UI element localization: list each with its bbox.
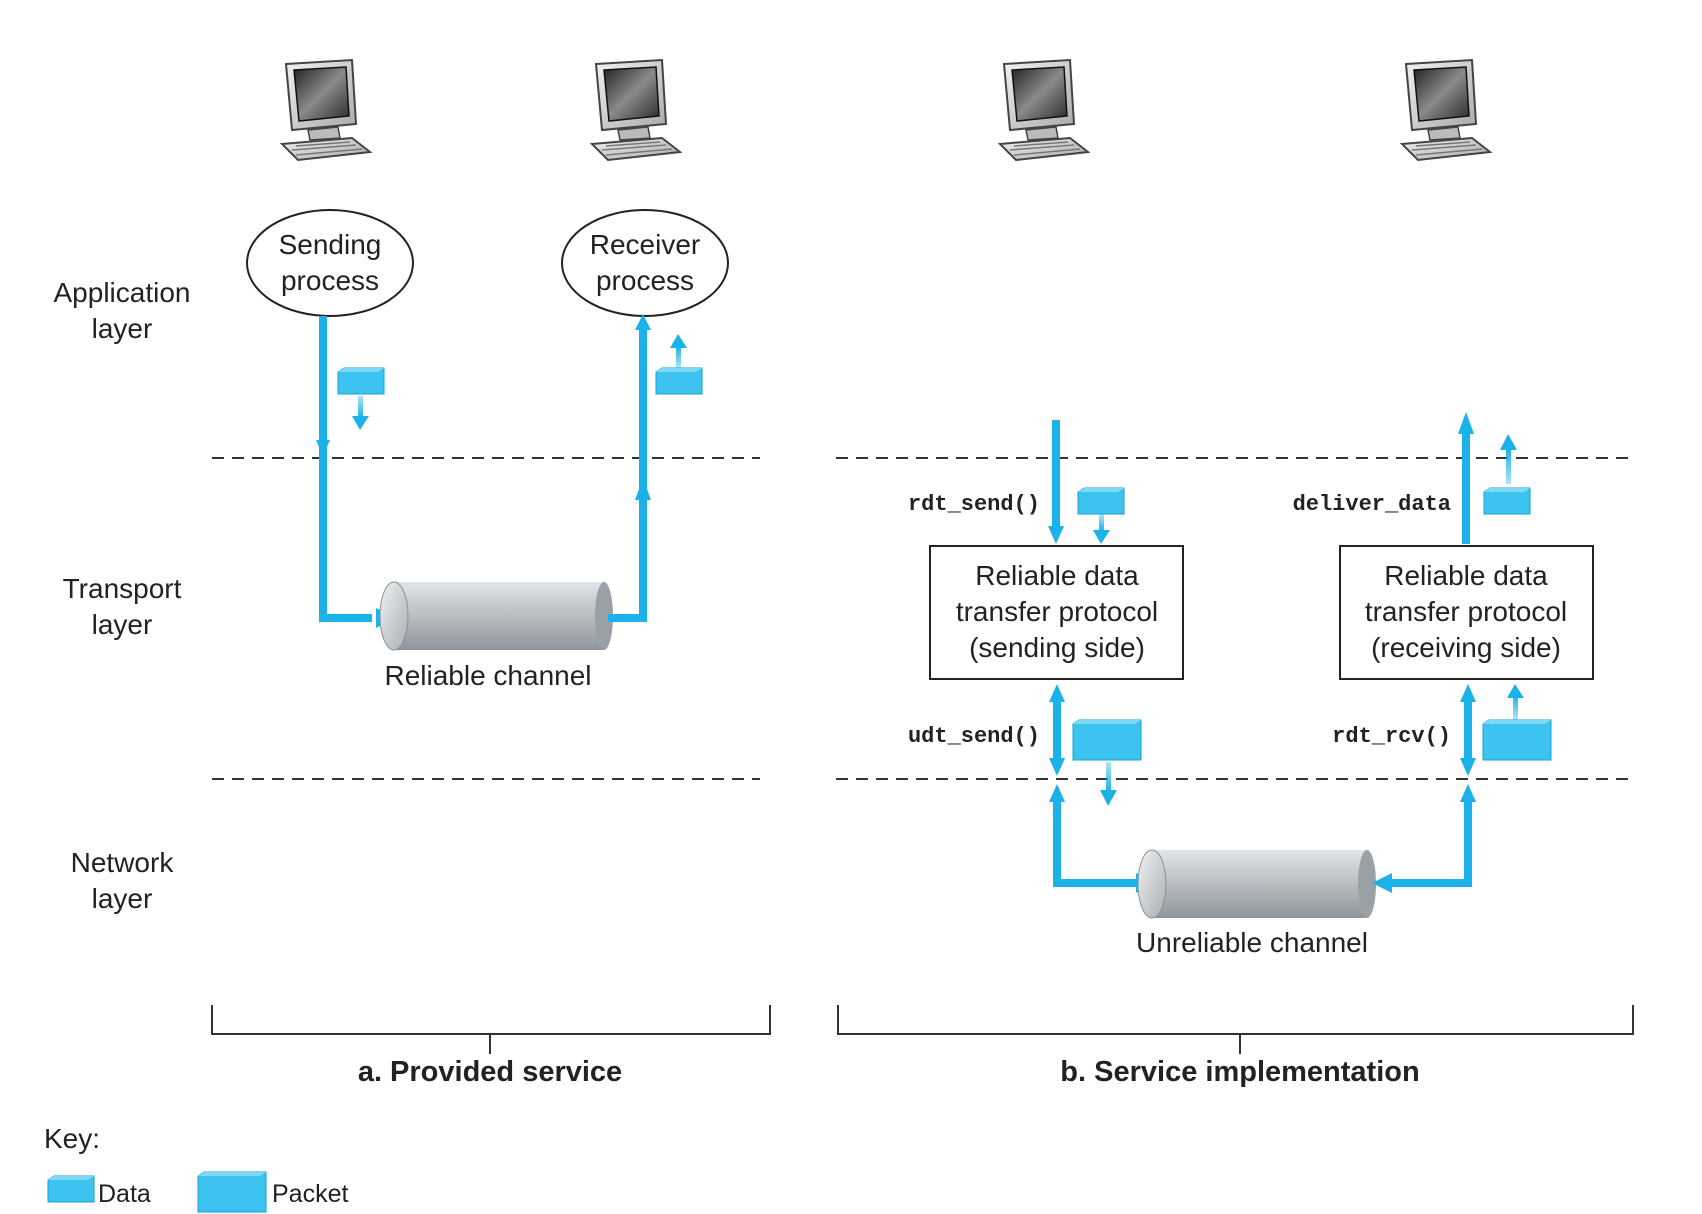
data-icon — [337, 367, 385, 395]
sending-process-node — [246, 209, 414, 317]
packet-icon — [1072, 719, 1142, 761]
arrowhead — [1049, 684, 1065, 702]
small-arrow-shaft — [358, 396, 363, 418]
packet-icon — [197, 1171, 267, 1213]
arrowhead — [1460, 758, 1476, 776]
key-packet-label: Packet — [272, 1180, 348, 1208]
small-arrow-shaft — [1106, 762, 1111, 792]
deliver-data-label: deliver_data — [1293, 492, 1451, 517]
rdt-receiving-side-box — [1339, 545, 1594, 680]
send-flow-line — [319, 316, 372, 622]
arrowhead — [1048, 526, 1064, 544]
arrowhead — [352, 416, 369, 430]
data-icon — [1077, 487, 1125, 515]
panel-b-caption: b. Service implementation — [1060, 1056, 1419, 1088]
arrowhead — [1460, 784, 1476, 802]
pipe-icon — [1137, 849, 1376, 919]
small-arrow-shaft — [1513, 694, 1518, 720]
packet-icon — [1482, 719, 1552, 761]
data-icon — [47, 1175, 95, 1203]
small-arrow-shaft — [1506, 448, 1511, 484]
computer-icon — [1401, 59, 1491, 161]
rdt-sending-side-box — [929, 545, 1184, 680]
receive-flow-line — [608, 326, 647, 622]
data-icon — [1483, 487, 1531, 515]
arrowhead — [1100, 790, 1117, 806]
small-arrow-shaft — [1099, 514, 1104, 532]
small-arrow-shaft — [676, 346, 681, 368]
data-icon — [655, 367, 703, 395]
key-title: Key: — [44, 1123, 100, 1154]
arrowhead — [1458, 412, 1474, 434]
arrowhead — [1049, 758, 1065, 776]
network-send-flow-line — [1053, 800, 1136, 887]
rdt-rcv-label: rdt_rcv() — [1332, 724, 1451, 749]
pipe-icon — [379, 581, 613, 651]
arrowhead — [1372, 873, 1392, 893]
arrowhead — [316, 440, 330, 456]
computer-icon — [281, 59, 371, 161]
arrowhead — [1049, 784, 1065, 802]
panel-a-bracket — [211, 1005, 771, 1035]
computer-icon — [999, 59, 1089, 161]
panel-a-caption: a. Provided service — [358, 1056, 622, 1088]
udt-send-label: udt_send() — [908, 724, 1040, 749]
arrowhead — [635, 314, 651, 330]
receiver-process-node — [561, 209, 729, 317]
network-receive-flow-line — [1390, 800, 1472, 887]
unreliable-channel-label: Unreliable channel — [1136, 927, 1368, 958]
arrowhead — [1460, 684, 1476, 702]
arrowhead — [635, 478, 651, 500]
arrowhead — [1093, 530, 1110, 544]
key-data-label: Data — [98, 1180, 151, 1208]
arrowhead — [1500, 434, 1517, 450]
panel-b-bracket — [837, 1005, 1634, 1035]
arrowhead — [670, 334, 687, 348]
arrowhead — [1507, 684, 1524, 698]
rdt-send-label: rdt_send() — [908, 492, 1040, 517]
reliable-channel-label: Reliable channel — [384, 660, 591, 691]
computer-icon — [591, 59, 681, 161]
